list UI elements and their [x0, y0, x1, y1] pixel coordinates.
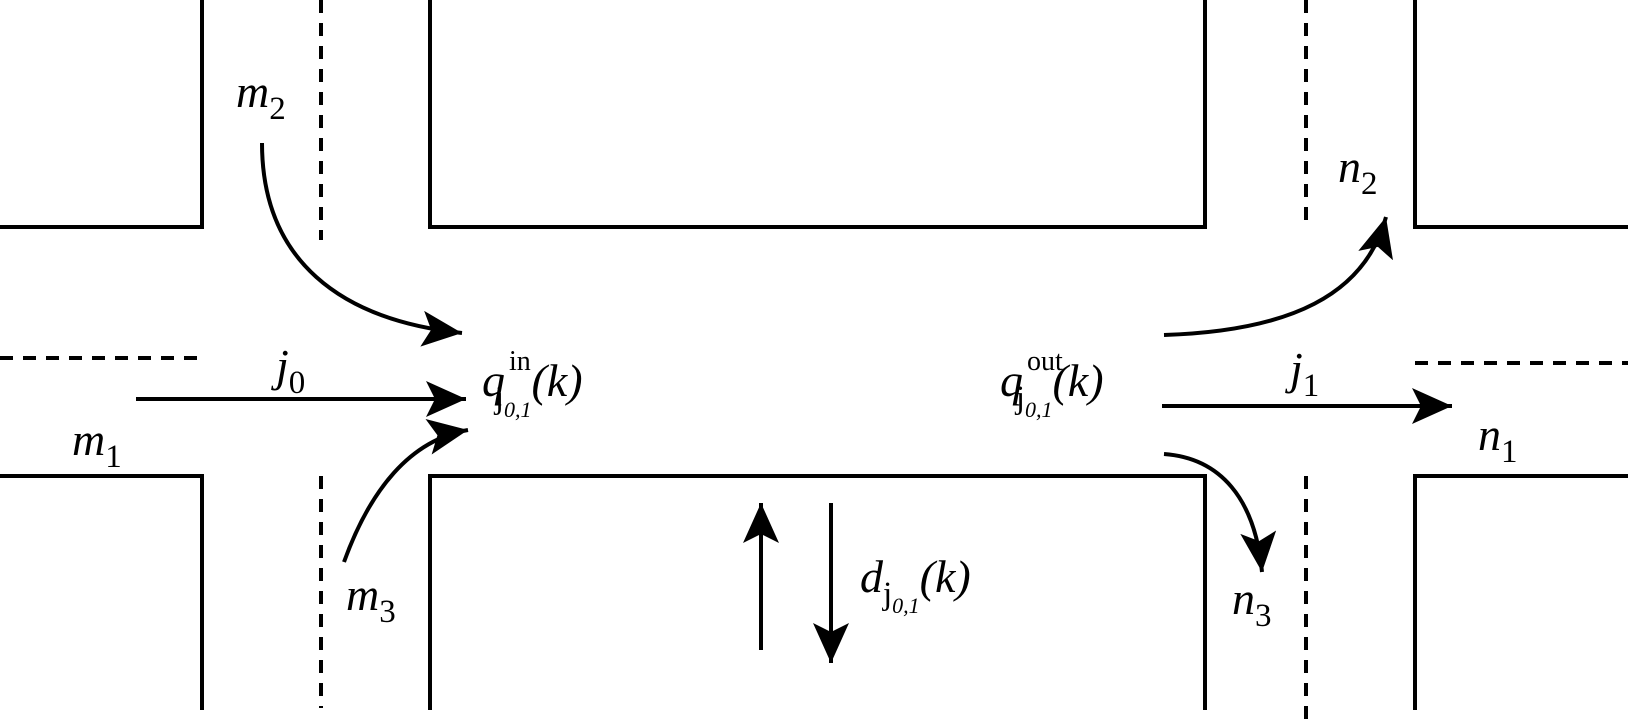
middle-block-top-curb [428, 0, 1207, 229]
right-intersection-bottom-right-curb [1413, 474, 1628, 710]
flow-arrow-n2-out [1163, 216, 1393, 337]
flow-arrow-m3-in [342, 419, 469, 563]
right-intersection-top-right-curb [1413, 0, 1628, 229]
label-m1: m1 [72, 414, 122, 475]
label-j0: j0 [271, 340, 305, 401]
flow-arrow-n3-out [1163, 452, 1277, 573]
label-m2: m2 [236, 66, 286, 127]
middle-block-bottom-curb [428, 474, 1207, 710]
left-intersection-bottom-left-curb [0, 474, 204, 710]
label-j1: j1 [1285, 343, 1319, 404]
label-n2: n2 [1338, 141, 1378, 202]
flow-arrow-m2-in [260, 142, 463, 347]
label-d: dj0,1(k) [860, 551, 971, 618]
left-intersection-top-left-curb [0, 0, 204, 229]
label-n3: n3 [1232, 573, 1272, 634]
flow-arrows [136, 142, 1452, 663]
label-m3: m3 [346, 569, 396, 630]
label-n1: n1 [1478, 409, 1518, 470]
